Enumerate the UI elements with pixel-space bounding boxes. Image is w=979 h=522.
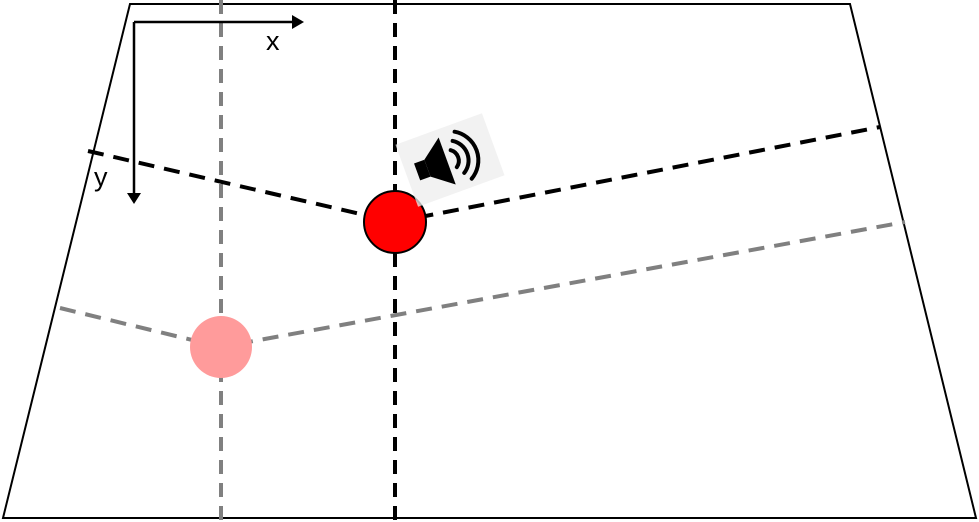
x-axis-arrowhead	[292, 15, 304, 29]
coordinate-axes: x y	[94, 15, 304, 204]
ghost-source-point	[190, 316, 252, 378]
sound-source-point	[363, 190, 427, 254]
y-axis-label: y	[94, 162, 108, 192]
trapezoid-plane	[1, 3, 978, 519]
speaker-icon	[395, 113, 505, 207]
x-axis-label: x	[266, 26, 280, 56]
y-axis-arrowhead	[127, 193, 141, 204]
